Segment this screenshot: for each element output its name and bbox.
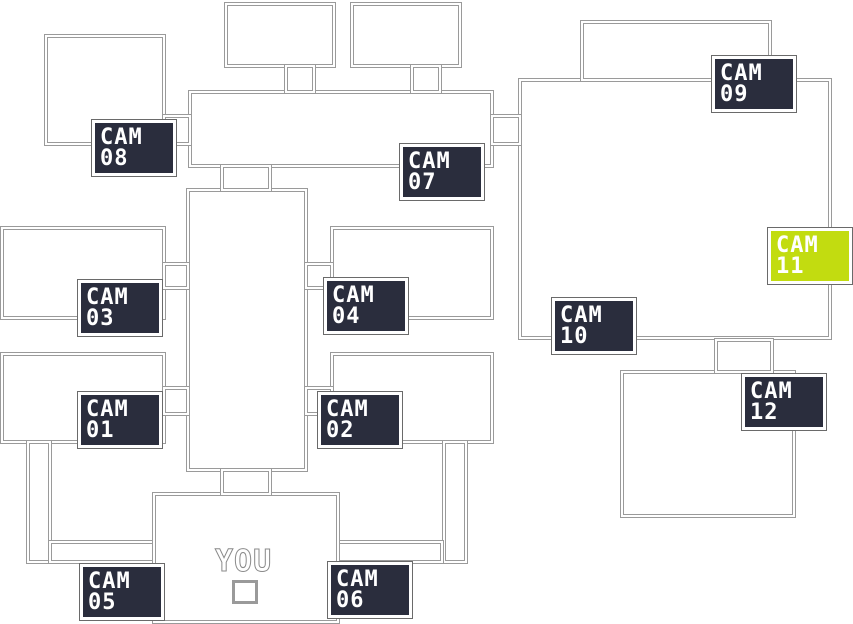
camera-button-01[interactable]: CAM 01 [77,391,163,449]
camera-button-06[interactable]: CAM 06 [327,561,413,619]
you-label: YOU [214,544,273,580]
player-marker-icon [232,580,258,604]
camera-button-08[interactable]: CAM 08 [91,119,177,177]
connector-lower-left [162,386,190,416]
camera-button-10[interactable]: CAM 10 [551,297,637,355]
camera-button-12[interactable]: CAM 12 [741,373,827,431]
camera-button-03[interactable]: CAM 03 [77,279,163,337]
connector-right-hall [490,114,522,146]
camera-button-02[interactable]: CAM 02 [317,391,403,449]
room-left-bottom-strip [48,540,158,564]
room-top-left-small [224,2,336,68]
camera-button-11[interactable]: CAM 11 [767,227,853,285]
connector-office [220,468,272,496]
room-right-bottom-strip [334,540,444,564]
connector-mid-left [162,262,190,290]
connector-right-bottom [714,338,774,374]
camera-button-09[interactable]: CAM 09 [711,55,797,113]
camera-button-07[interactable]: CAM 07 [399,143,485,201]
room-top-right-small [350,2,462,68]
connector-top-left [284,64,316,94]
room-left-corridor [26,440,52,564]
connector-hall-center [220,164,272,192]
room-right-corridor [442,440,468,564]
connector-top-right [410,64,442,94]
room-center-hall [186,188,308,472]
room-right-large [518,78,832,340]
camera-button-04[interactable]: CAM 04 [323,277,409,335]
camera-button-05[interactable]: CAM 05 [79,563,165,621]
